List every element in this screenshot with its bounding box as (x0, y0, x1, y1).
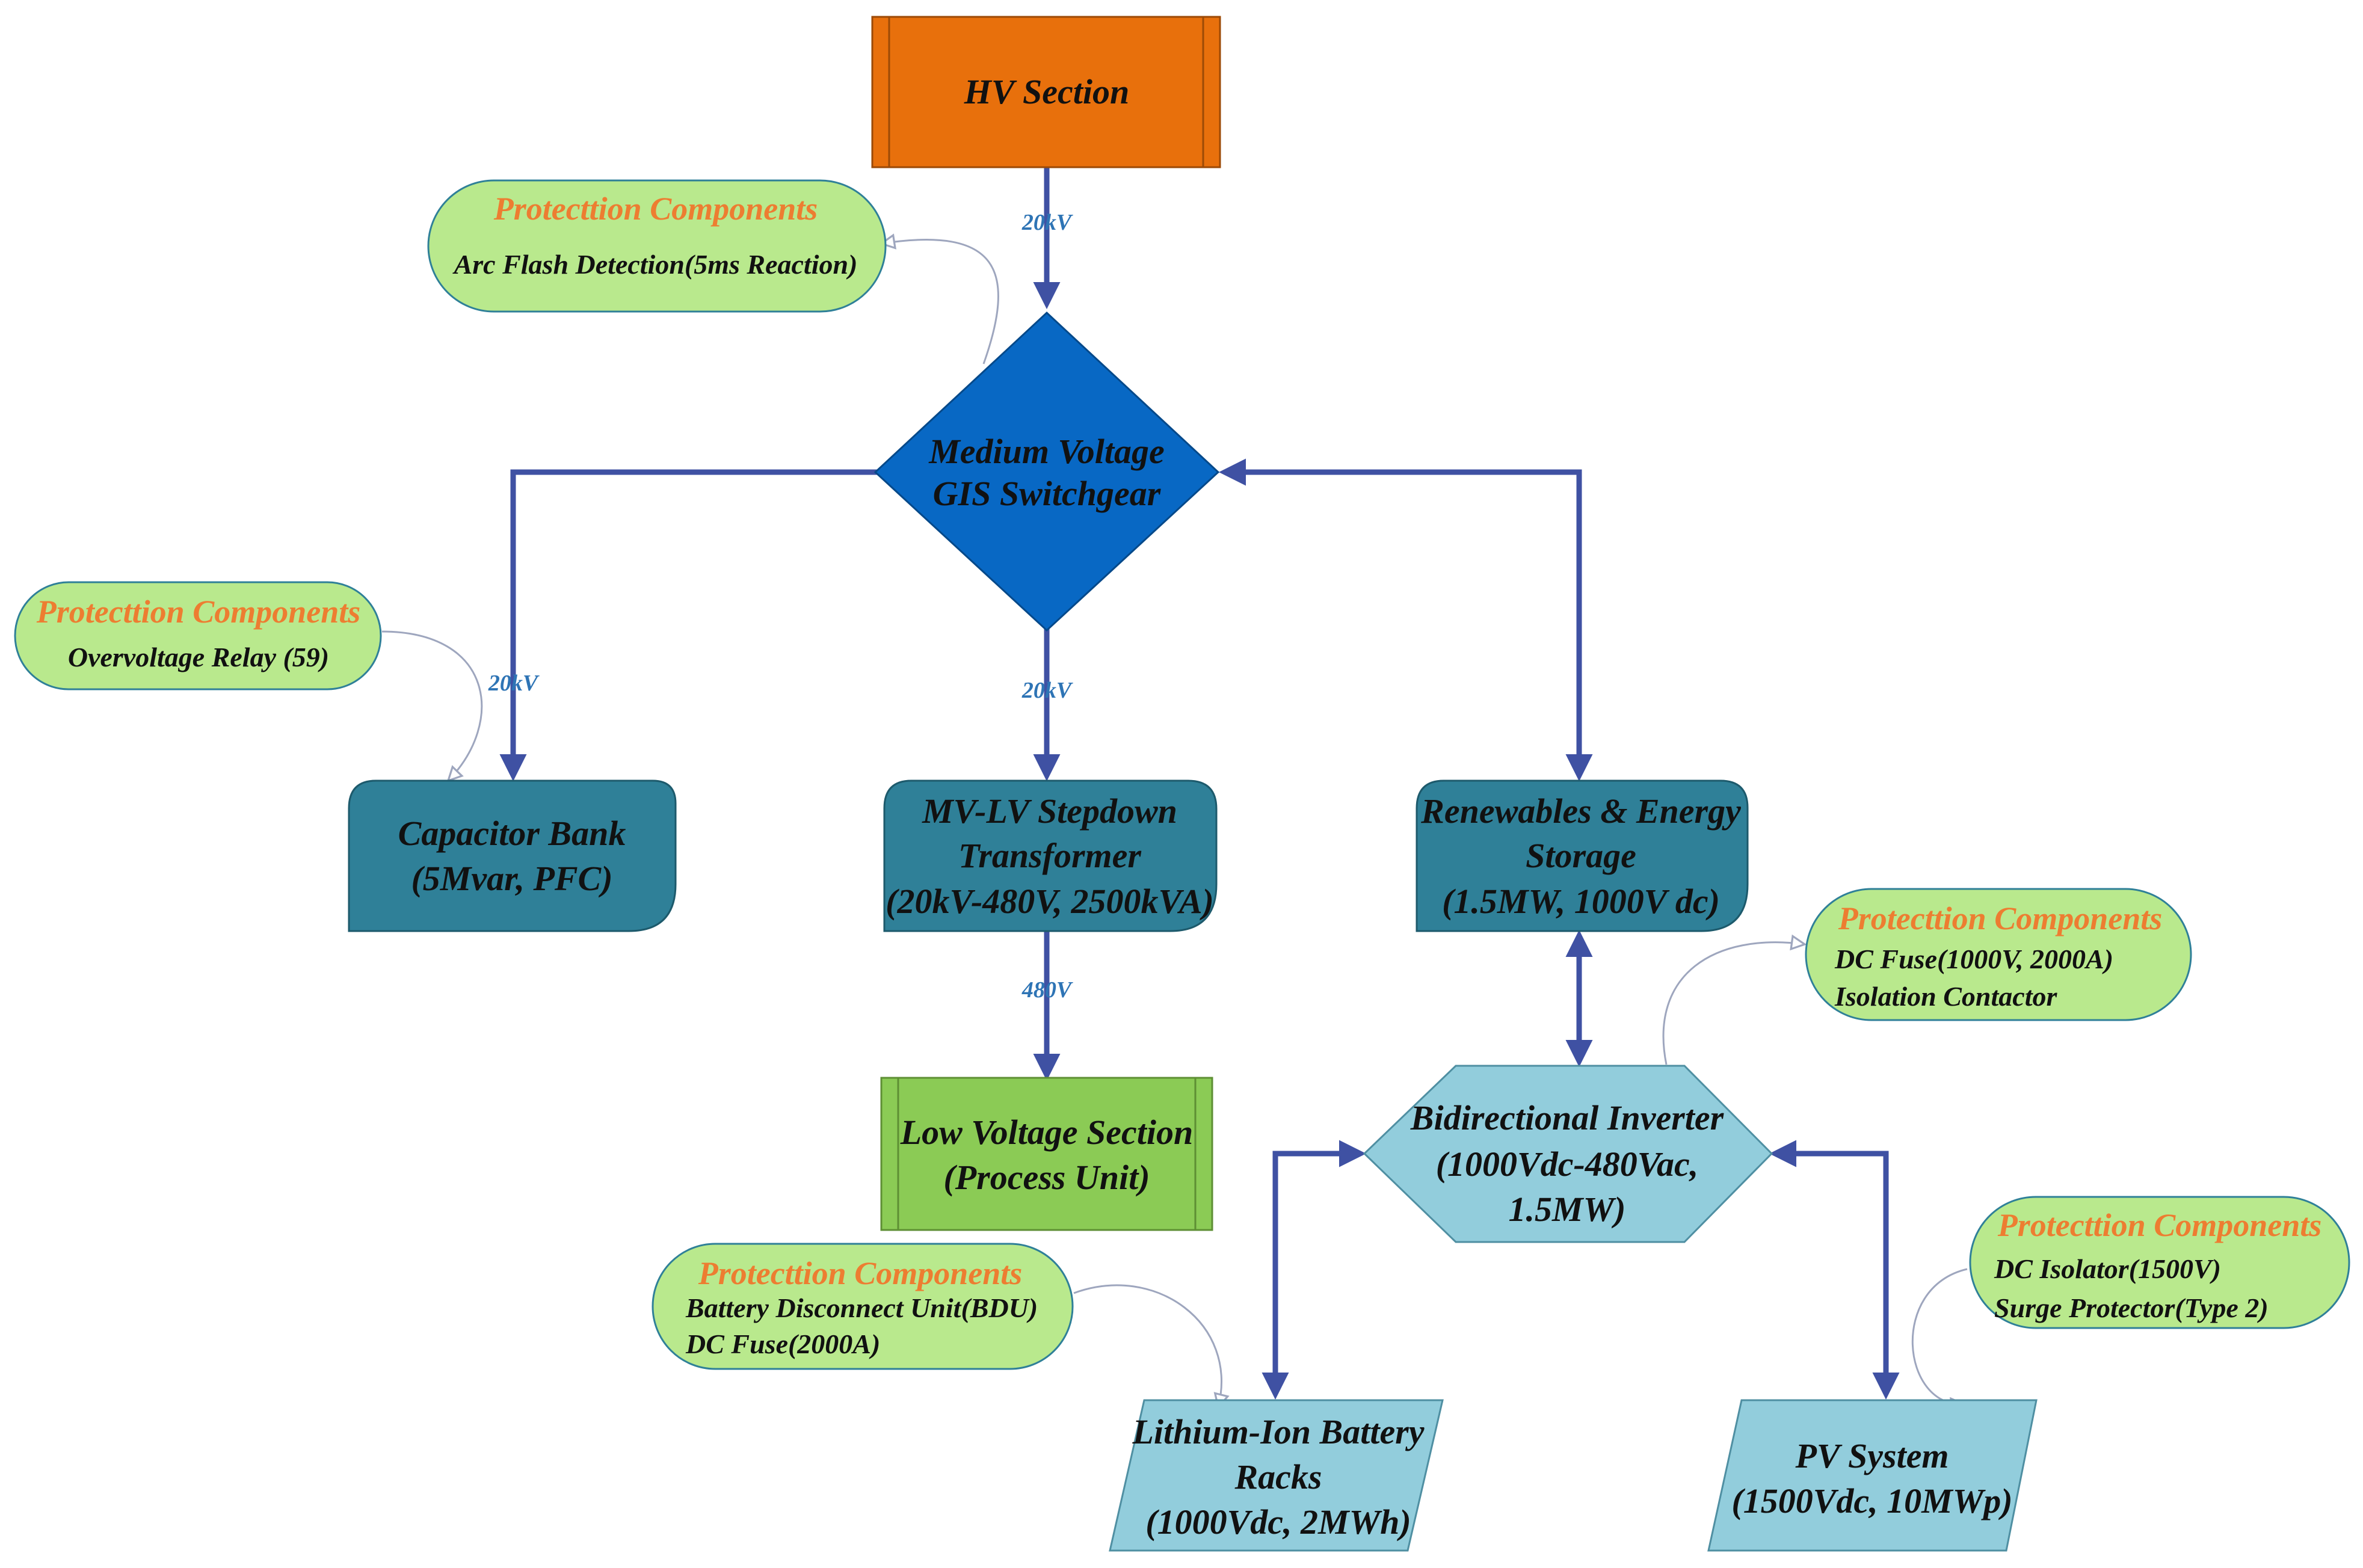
voltage-label-hv: 20kV (1021, 210, 1073, 235)
protection-item: Isolation Contactor (1834, 981, 2057, 1012)
voltage-label-capacitor: 20kV (488, 671, 540, 696)
switchgear-diamond: Medium Voltage GIS Switchgear (873, 311, 1220, 632)
voltage-label-transformer: 20kV (1021, 678, 1073, 703)
hv-section-box: HV Section (871, 16, 1221, 168)
protection-title: Protecttion Components (36, 594, 361, 630)
battery-box: Lithium-Ion Battery Racks (1000Vdc, 2MWh… (1109, 1399, 1444, 1552)
flow-connectors (499, 167, 1900, 1400)
inverter-label-3: 1.5MW) (1509, 1190, 1626, 1229)
protection-item: Surge Protector(Type 2) (1994, 1293, 2269, 1323)
low-voltage-label-1: Low Voltage Section (900, 1113, 1194, 1152)
low-voltage-box: Low Voltage Section (Process Unit) (880, 1077, 1213, 1231)
protection-callout-arc-flash: Protecttion Components Arc Flash Detecti… (427, 179, 887, 313)
protection-item: Overvoltage Relay (59) (68, 642, 329, 672)
protection-title: Protecttion Components (493, 191, 818, 227)
protection-title: Protecttion Components (698, 1255, 1023, 1291)
battery-label-3: (1000Vdc, 2MWh) (1145, 1502, 1411, 1542)
protection-item: Battery Disconnect Unit(BDU) (685, 1293, 1038, 1323)
transformer-box: MV-LV Stepdown Transformer (20kV-480V, 2… (883, 779, 1218, 932)
pv-label-1: PV System (1795, 1436, 1949, 1475)
transformer-label-1: MV-LV Stepdown (922, 792, 1177, 831)
link-bdu (1073, 1284, 1221, 1407)
battery-label-1: Lithium-Ion Battery (1132, 1412, 1424, 1451)
arrow-switchgear-to-capacitor (499, 469, 878, 781)
protection-item: Arc Flash Detection(5ms Reaction) (452, 249, 858, 280)
protection-callout-overvoltage: Protecttion Components Overvoltage Relay… (14, 581, 382, 690)
capacitor-label-2: (5Mvar, PFC) (411, 859, 612, 898)
voltage-labels: 20kV 20kV 20kV 480V (488, 210, 1073, 1003)
voltage-label-low-voltage: 480V (1021, 977, 1073, 1003)
transformer-label-3: (20kV-480V, 2500kVA) (886, 882, 1214, 921)
protection-callout-dc-isolator: Protecttion Components DC Isolator(1500V… (1969, 1196, 2350, 1329)
protection-title: Protecttion Components (1997, 1207, 2322, 1243)
pv-label-2: (1500Vdc, 10MWp) (1731, 1481, 2012, 1520)
inverter-label-2: (1000Vdc-480Vac, (1436, 1145, 1699, 1184)
arrow-inverter-pv (1769, 1140, 1900, 1400)
protection-callout-bdu: Protecttion Components Battery Disconnec… (652, 1243, 1074, 1370)
capacitor-bank-box: Capacitor Bank (5Mvar, PFC) (348, 779, 677, 932)
switchgear-label-1: Medium Voltage (928, 432, 1165, 471)
arrow-inverter-battery (1262, 1140, 1366, 1400)
hv-section-label: HV Section (964, 72, 1129, 111)
renewables-box: Renewables & Energy Storage (1.5MW, 1000… (1416, 779, 1749, 932)
inverter-label-1: Bidirectional Inverter (1410, 1098, 1724, 1137)
switchgear-label-2: GIS Switchgear (933, 474, 1161, 513)
protection-callout-dc-fuse: Protecttion Components DC Fuse(1000V, 20… (1805, 888, 2192, 1021)
arrow-renewables-switchgear (1219, 458, 1593, 781)
renewables-label-3: (1.5MW, 1000V dc) (1442, 882, 1720, 921)
link-dc-fuse-isolation (1662, 942, 1805, 1065)
protection-title: Protecttion Components (1838, 900, 2163, 936)
battery-label-2: Racks (1234, 1457, 1322, 1496)
protection-item: DC Fuse(2000A) (685, 1329, 880, 1359)
protection-item: DC Fuse(1000V, 2000A) (1834, 944, 2113, 974)
pv-system-box: PV System (1500Vdc, 10MWp) (1707, 1399, 2038, 1552)
renewables-label-1: Renewables & Energy (1420, 792, 1741, 831)
link-dc-isolator (1911, 1268, 1968, 1404)
inverter-hexagon: Bidirectional Inverter (1000Vdc-480Vac, … (1363, 1065, 1773, 1243)
capacitor-label-1: Capacitor Bank (398, 814, 626, 853)
protection-item: DC Isolator(1500V) (1994, 1253, 2221, 1284)
renewables-label-2: Storage (1526, 836, 1636, 875)
low-voltage-label-2: (Process Unit) (943, 1158, 1150, 1197)
link-arc-flash (881, 239, 999, 364)
link-overvoltage-relay (381, 630, 483, 781)
transformer-label-2: Transformer (958, 836, 1141, 875)
